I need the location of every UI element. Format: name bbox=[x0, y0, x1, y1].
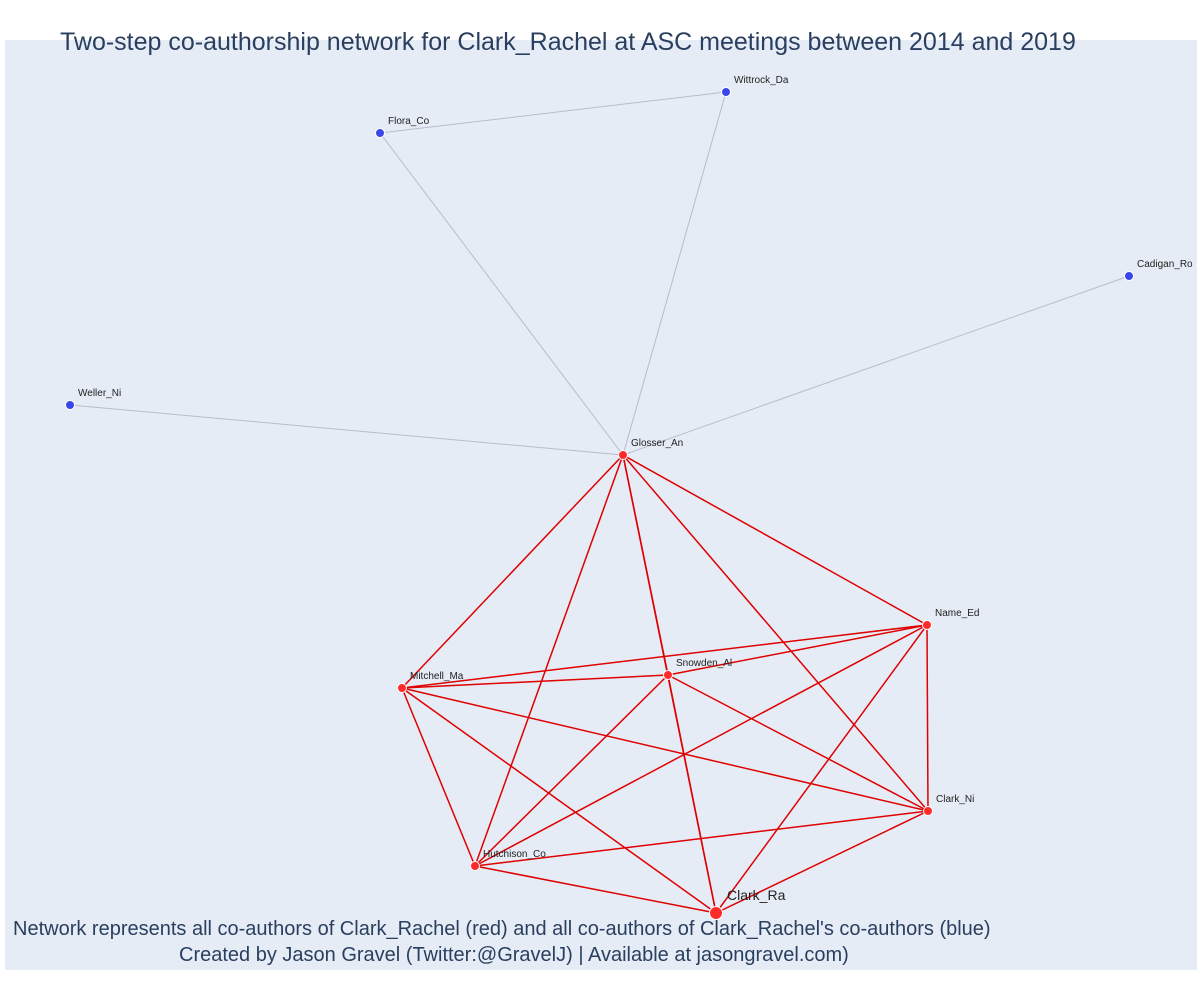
node-Wittrock_Da[interactable] bbox=[721, 87, 731, 97]
edge-Name_Ed-Clark_Ra bbox=[715, 624, 928, 914]
edge-Name_Ed-Snowden_Al bbox=[667, 624, 928, 676]
caption-credit: Created by Jason Gravel (Twitter:@Gravel… bbox=[179, 944, 849, 966]
edge-Cadigan_Ro-Glosser_An bbox=[622, 275, 1130, 456]
node-label-Cadigan_Ro: Cadigan_Ro bbox=[1137, 259, 1193, 270]
node-Hutchison_Co[interactable] bbox=[470, 861, 480, 871]
edge-Weller_Ni-Glosser_An bbox=[69, 404, 624, 456]
edge-Clark_Ni-Hutchison_Co bbox=[474, 810, 929, 867]
node-label-Wittrock_Da: Wittrock_Da bbox=[734, 75, 789, 86]
caption-legend-note: Network represents all co-authors of Cla… bbox=[13, 918, 991, 940]
node-Clark_Ra[interactable] bbox=[709, 906, 723, 920]
edge-Glosser_An-Mitchell_Ma bbox=[401, 454, 624, 689]
edge-Mitchell_Ma-Clark_Ni bbox=[401, 687, 929, 812]
edge-Wittrock_Da-Glosser_An bbox=[622, 91, 727, 456]
edge-Mitchell_Ma-Clark_Ra bbox=[401, 687, 717, 914]
edge-Name_Ed-Hutchison_Co bbox=[474, 624, 928, 867]
node-Glosser_An[interactable] bbox=[618, 450, 628, 460]
plot-area bbox=[5, 40, 1197, 970]
edge-Name_Ed-Clark_Ni bbox=[926, 624, 929, 812]
edge-Flora_Co-Wittrock_Da bbox=[379, 91, 727, 134]
node-layer bbox=[65, 87, 1134, 920]
node-Snowden_Al[interactable] bbox=[663, 670, 673, 680]
edge-Snowden_Al-Hutchison_Co bbox=[474, 674, 669, 867]
node-label-Clark_Ni: Clark_Ni bbox=[936, 794, 974, 805]
edge-Flora_Co-Glosser_An bbox=[379, 132, 624, 456]
edge-Glosser_An-Clark_Ni bbox=[622, 454, 929, 812]
node-Name_Ed[interactable] bbox=[922, 620, 932, 630]
label-layer: Clark_Ra Glosser_AnName_EdSnowden_AlMitch… bbox=[78, 75, 1193, 903]
node-Flora_Co[interactable] bbox=[375, 128, 385, 138]
node-label-Glosser_An: Glosser_An bbox=[631, 438, 683, 449]
node-Cadigan_Ro[interactable] bbox=[1124, 271, 1134, 281]
node-label-Hutchison_Co: Hutchison_Co bbox=[483, 849, 546, 860]
edge-Glosser_An-Name_Ed bbox=[622, 454, 928, 626]
edge-Clark_Ni-Clark_Ra bbox=[715, 810, 929, 914]
node-label-Flora_Co: Flora_Co bbox=[388, 116, 430, 127]
node-label-Snowden_Al: Snowden_Al bbox=[676, 658, 732, 669]
edge-Snowden_Al-Clark_Ni bbox=[667, 674, 929, 812]
chart-title: Two-step co-authorship network for Clark… bbox=[60, 28, 1076, 56]
edge-Glosser_An-Hutchison_Co bbox=[474, 454, 624, 867]
edge-Snowden_Al-Clark_Ra bbox=[667, 674, 717, 914]
node-label-Weller_Ni: Weller_Ni bbox=[78, 388, 121, 399]
node-Mitchell_Ma[interactable] bbox=[397, 683, 407, 693]
node-label-Clark_Ra: Clark_Ra bbox=[727, 887, 786, 903]
node-Clark_Ni[interactable] bbox=[923, 806, 933, 816]
edge-Snowden_Al-Mitchell_Ma bbox=[401, 674, 669, 689]
edge-layer bbox=[69, 91, 1130, 914]
edge-Mitchell_Ma-Hutchison_Co bbox=[401, 687, 476, 867]
node-label-Name_Ed: Name_Ed bbox=[935, 608, 979, 619]
node-label-Mitchell_Ma: Mitchell_Ma bbox=[410, 671, 464, 682]
edge-Name_Ed-Mitchell_Ma bbox=[401, 624, 928, 689]
node-Weller_Ni[interactable] bbox=[65, 400, 75, 410]
edge-Hutchison_Co-Clark_Ra bbox=[474, 865, 717, 914]
